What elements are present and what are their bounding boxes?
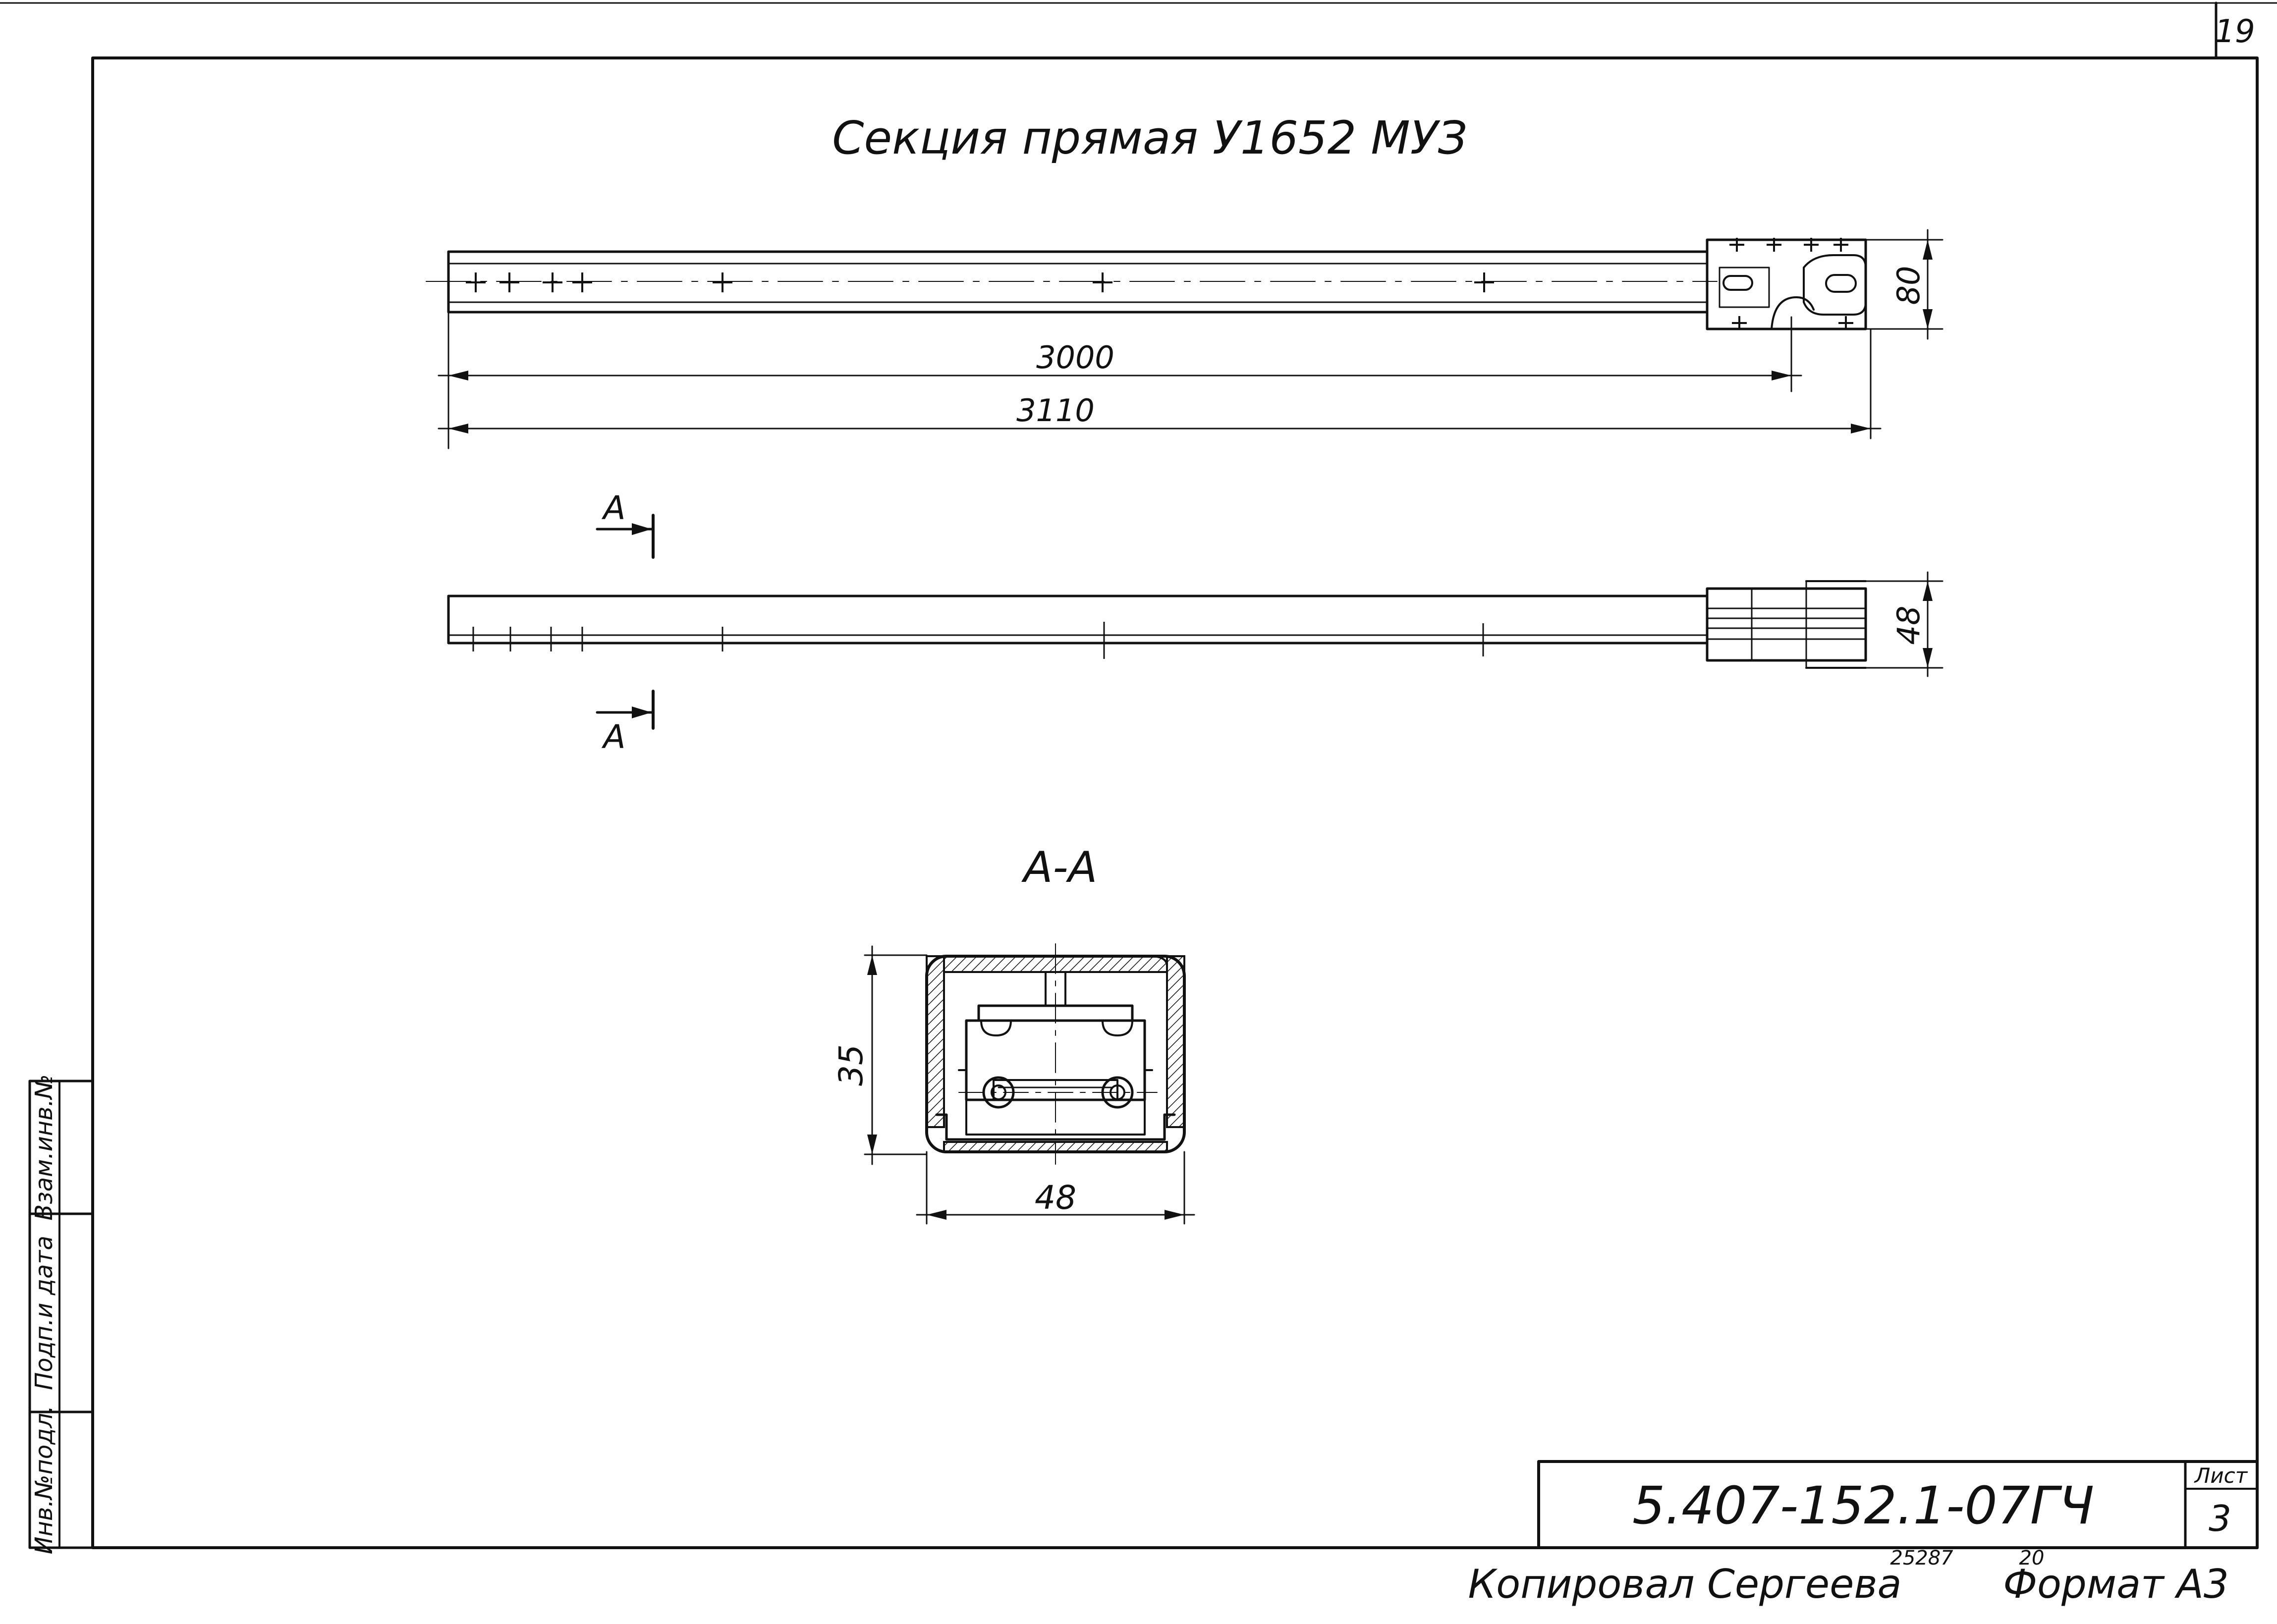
sheet-number: 3 [2209, 1498, 2231, 1539]
dimension-lines-side [1865, 571, 1944, 677]
dim-35: 35 [832, 1044, 870, 1086]
stamp-inv-podl: Инв.№подл. [30, 1406, 58, 1555]
section-a-a [925, 943, 1186, 1165]
section-title: А-А [1021, 843, 1098, 892]
doc-code: 5.407-152.1-07ГЧ [1632, 1475, 2094, 1536]
section-marker-top [596, 514, 655, 559]
sheet-corner-number: 19 [2215, 13, 2255, 50]
stamp-vzam-inv: Взам.инв.№ [30, 1074, 58, 1220]
section-label-top: А [601, 489, 625, 527]
side-stamp [28, 1080, 94, 1549]
sheet-frame [0, 1, 2277, 1549]
dim-48-side: 48 [1890, 606, 1927, 645]
dimension-lines-top [438, 229, 1944, 449]
format-label: Формат А3 [2003, 1561, 2229, 1607]
section-dimension-lines [864, 945, 1195, 1225]
fastener-marks [466, 272, 1494, 292]
stamp-podp-data: Подп.и дата [30, 1236, 58, 1390]
archive-suffix: 20 [2019, 1547, 2045, 1570]
section-label-bottom: А [601, 718, 625, 756]
archive-number: 25287 [1890, 1547, 1953, 1570]
title-block [1537, 1460, 2259, 1549]
top-view [426, 238, 1867, 330]
sheet-label: Лист [2194, 1463, 2248, 1488]
copied-by: Копировал Сергеева [1468, 1561, 1902, 1607]
section-marker-bottom [596, 690, 655, 730]
side-view [447, 580, 1867, 669]
dim-48-section: 48 [1035, 1179, 1076, 1217]
dim-3110: 3110 [1016, 392, 1095, 429]
dim-3000: 3000 [1036, 339, 1114, 376]
dim-80: 80 [1890, 266, 1927, 305]
drawing-title: Секция прямая У1652 МУЗ [832, 111, 1467, 164]
